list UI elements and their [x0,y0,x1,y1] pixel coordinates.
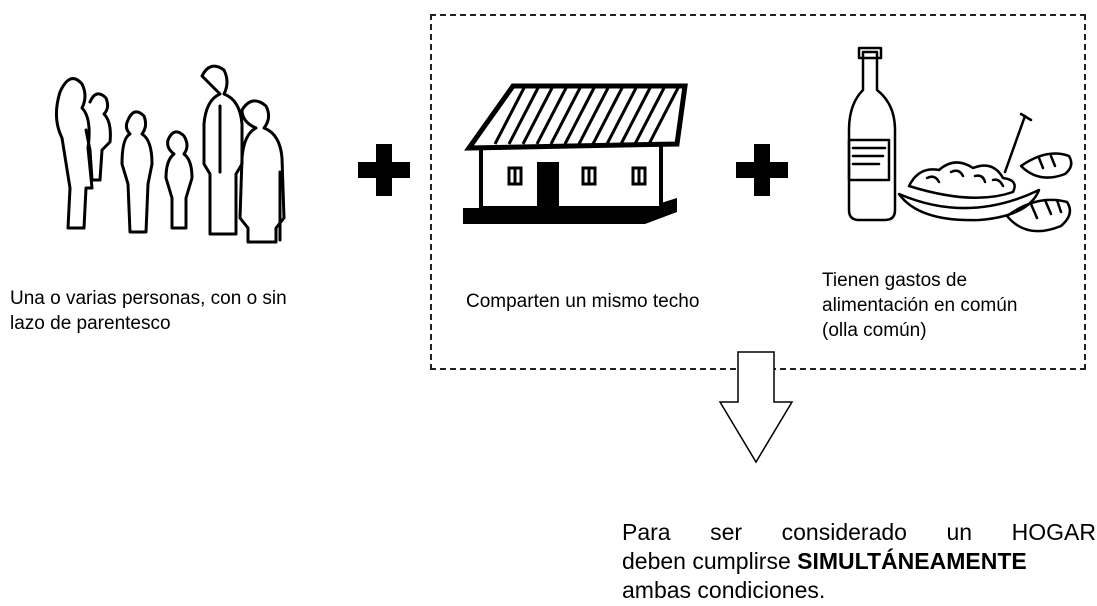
food-caption: Tienen gastos de alimentación en común (… [822,268,1017,343]
conclusion-word: considerado [781,519,907,545]
house-icon [463,83,688,224]
conclusion-word: Para [622,519,671,545]
food-caption-line: (olla común) [822,320,927,341]
house-caption: Comparten un mismo techo [466,291,700,312]
conclusion-word: un [946,519,973,545]
conclusion-line-2: deben cumplirse SIMULTÁNEAMENTE [622,547,1096,576]
conclusion-line-2-text: deben cumplirse [622,548,798,574]
conclusion-emphasis: SIMULTÁNEAMENTE [797,548,1027,574]
conclusion-word: ser [710,519,743,545]
people-caption-line: lazo de parentesco [10,313,171,334]
plus-sign-icon [736,144,788,196]
food-caption-line: Tienen gastos de [822,270,968,291]
conclusion-text: Para ser considerado un HOGAR deben cump… [622,518,1096,605]
food-caption-line: alimentación en común [822,295,1018,316]
down-arrow-icon [718,351,794,464]
bottle-and-food-icon [847,46,1073,233]
conclusion-line-3: ambas condiciones. [622,577,826,603]
people-caption: Una o varias personas, con o sin lazo de… [10,286,287,336]
family-group-icon [55,64,286,244]
plus-sign-icon [358,144,410,196]
conclusion-line-1: Para ser considerado un HOGAR [622,518,1096,547]
conclusion-word: HOGAR [1011,519,1096,545]
people-caption-line: Una o varias personas, con o sin [10,288,287,309]
